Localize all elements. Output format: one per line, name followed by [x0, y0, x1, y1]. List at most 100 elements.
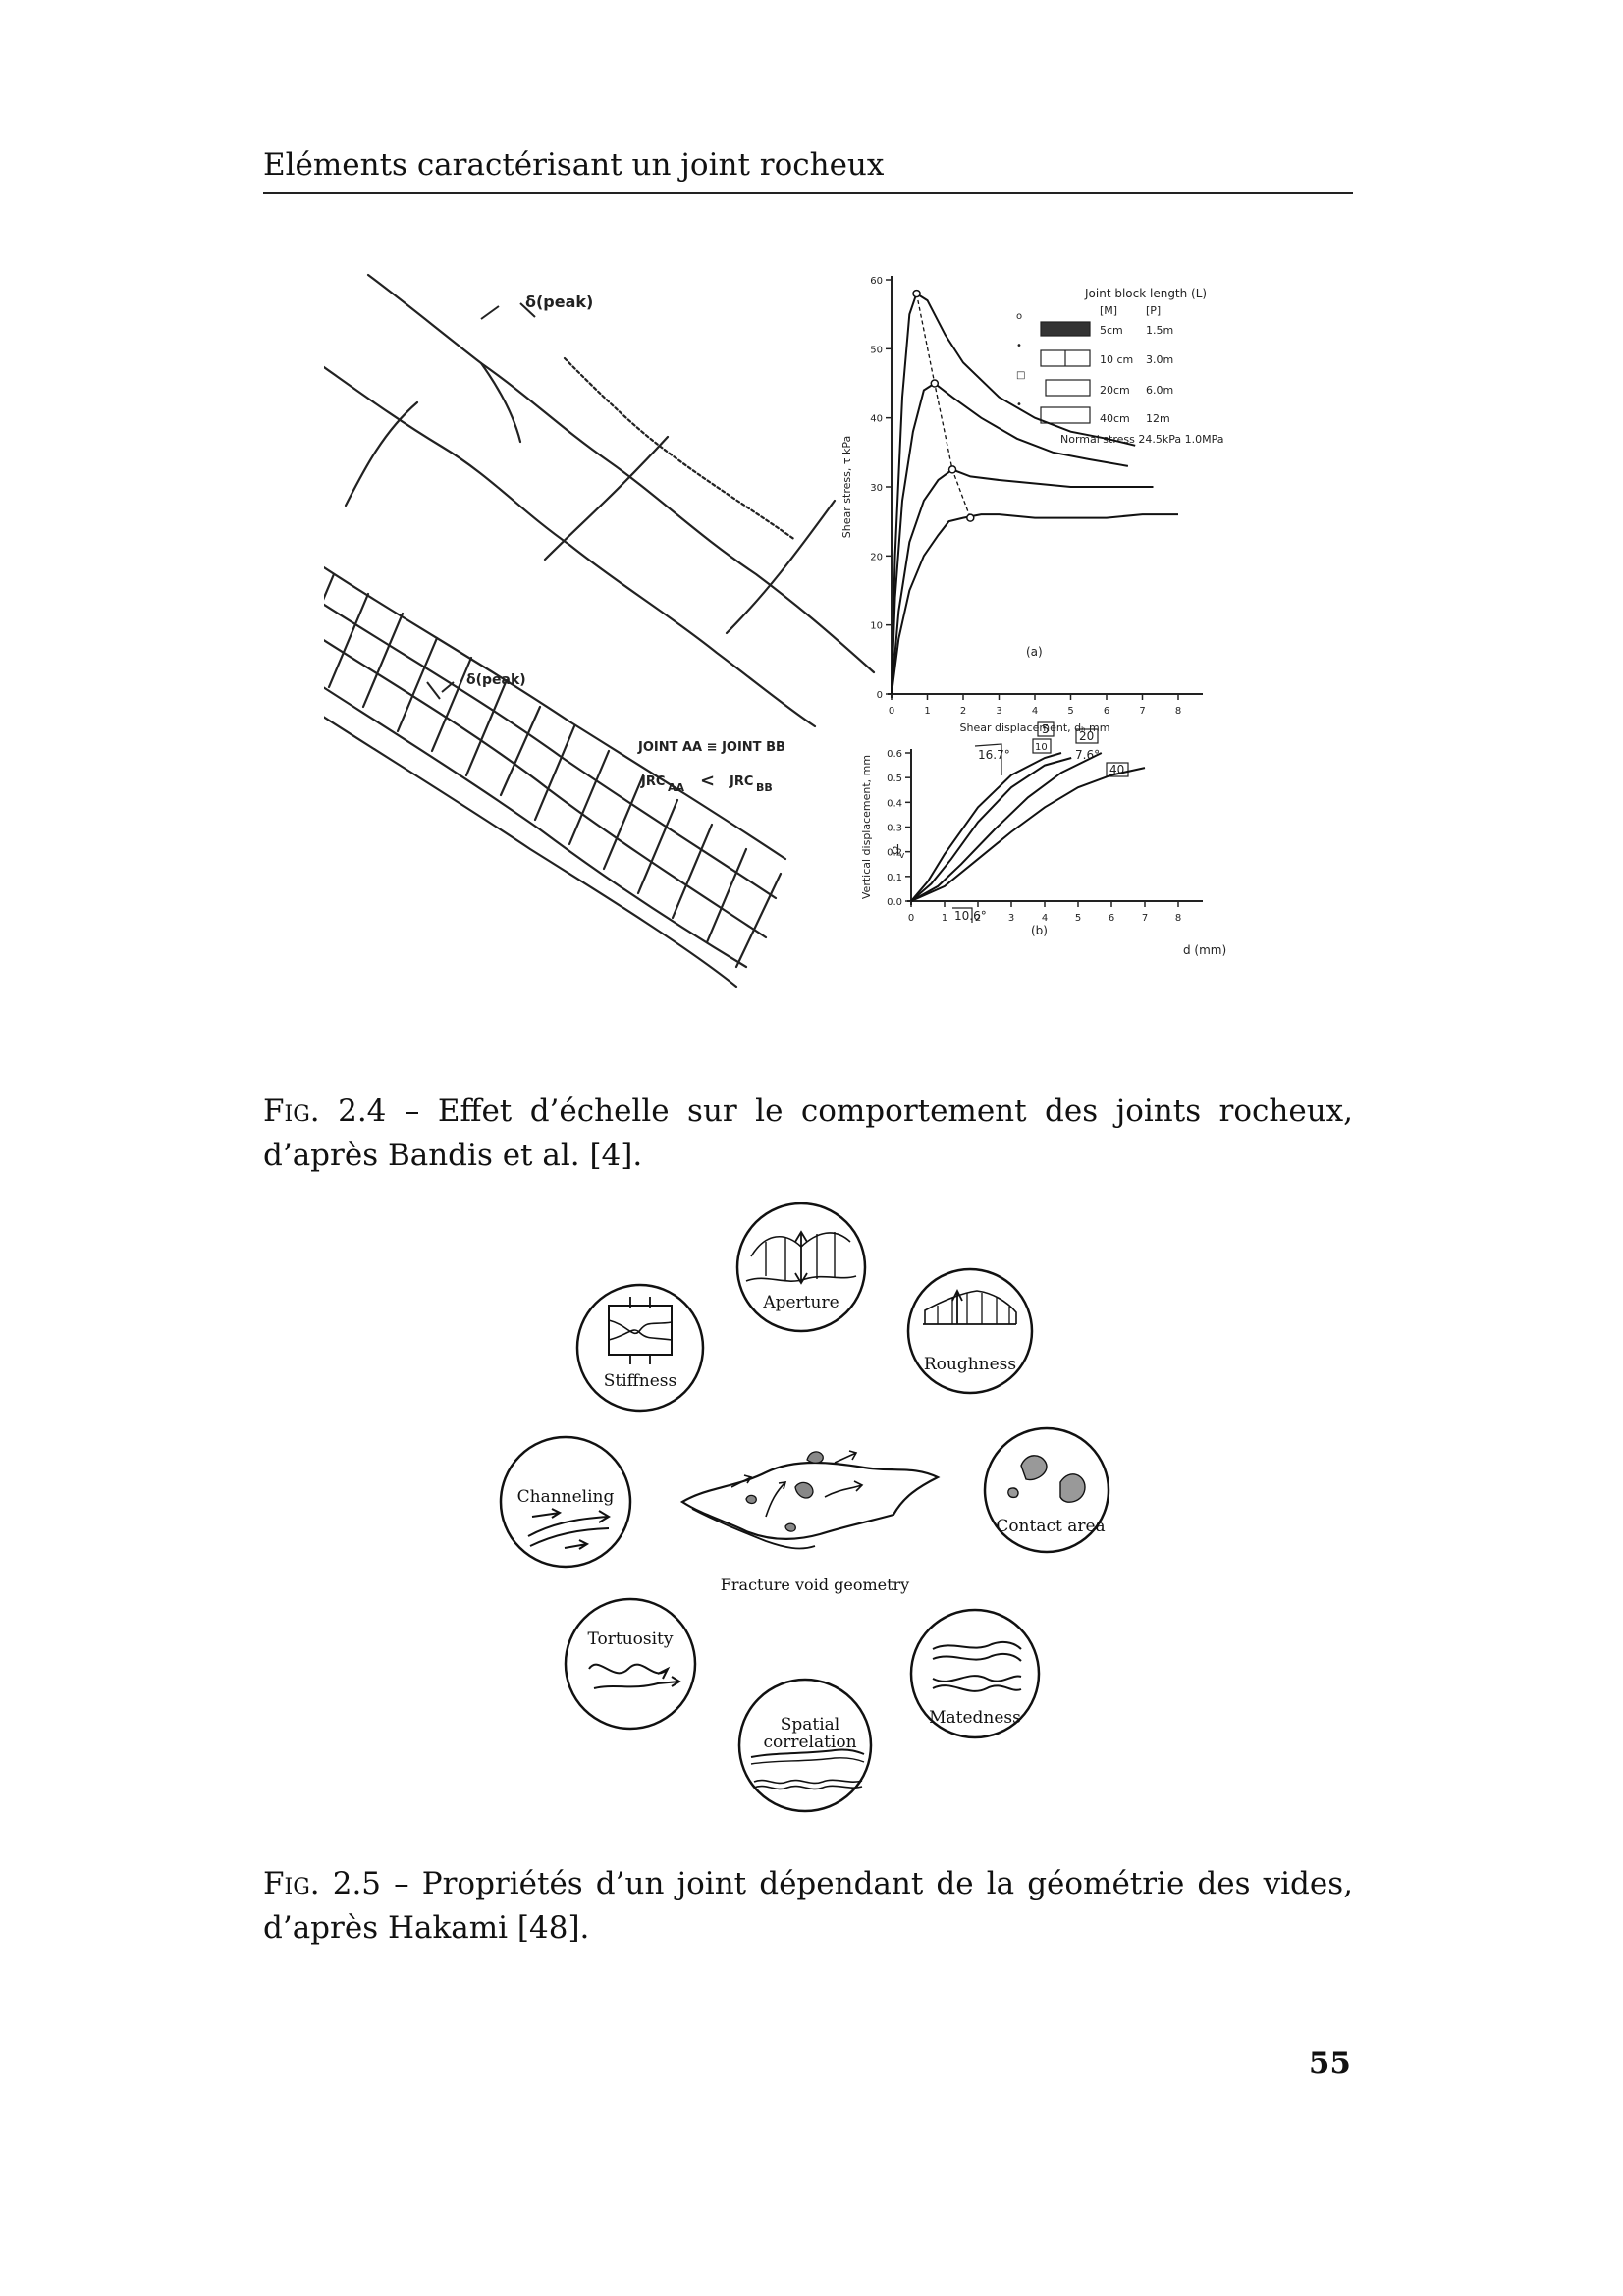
chart-b-y-axis-label: Vertical displacement, mm: [860, 755, 873, 899]
chart-a-x-tick-label: 8: [1175, 706, 1181, 717]
chart-a-y-axis-label: Shear stress, τ kPa: [840, 436, 853, 538]
dv-label: d: [892, 843, 899, 858]
chart-b-series-5: [910, 752, 1062, 902]
delta-peak-label-top: δ(peak): [525, 293, 593, 311]
joint-equivalence: JOINT AA ≡ JOINT BB: [637, 740, 785, 755]
chart-b-x-tick-label: 7: [1142, 913, 1148, 924]
caption-figure-2-5: Fig. 2.5 – Propriétés d’un joint dépenda…: [263, 1862, 1353, 1950]
box-5: 5: [1042, 722, 1050, 736]
angle-annotations: 16.7° 7.6° 10.6° 5 10 20 40: [952, 721, 1129, 923]
joint-aa-trace-3: [344, 400, 419, 507]
legend-row-1-p: 1.5m: [1146, 324, 1173, 337]
box-20: 20: [1079, 729, 1094, 743]
property-tortuosity: Tortuosity: [564, 1597, 697, 1731]
property-spatial-correlation: Spatial correlation: [737, 1678, 873, 1813]
chart-a-x-tick-label: 1: [924, 706, 930, 717]
legend-block-icons: [1040, 321, 1091, 424]
legend-normal-stress: Normal stress 24.5kPa 1.0MPa: [1060, 433, 1223, 446]
caption-2-5-text: Propriétés d’un joint dépendant de la gé…: [263, 1866, 1353, 1946]
joint-aa-trace-5: [543, 435, 837, 635]
jrc-less-than: <: [700, 771, 715, 791]
chart-b-x-tick-label: 3: [1008, 913, 1014, 924]
property-label-matedness: Matedness: [929, 1708, 1021, 1728]
property-channeling: Channeling: [499, 1435, 632, 1569]
chart-b-x-tick-label: 2: [975, 913, 981, 924]
jrc-bb-subscript: BB: [756, 781, 773, 794]
chart-b-y-tick-label: 0.3: [887, 824, 902, 834]
caption-2-5-dash: –: [394, 1866, 409, 1901]
chart-b-x-tick-label: 5: [1075, 913, 1081, 924]
caption-figure-2-4: Fig. 2.4 – Effet d’échelle sur le compor…: [263, 1090, 1353, 1178]
chart-b-x-tick-label: 0: [908, 913, 914, 924]
property-label-correlation: correlation: [763, 1733, 856, 1752]
legend-title: Joint block length (L): [1084, 287, 1207, 300]
property-label-contact-area: Contact area: [996, 1517, 1105, 1536]
chart-b-series-40: [910, 767, 1146, 902]
property-aperture: Aperture: [735, 1202, 867, 1333]
legend-row-2-p: 3.0m: [1146, 353, 1173, 366]
joint-sketch: [324, 273, 876, 988]
legend-col-p: [P]: [1146, 304, 1161, 317]
legend-row-2-m: 10 cm: [1100, 353, 1133, 366]
chart-a-series-5cm: [891, 292, 1136, 695]
legend-row-3-m: 20cm: [1100, 384, 1130, 397]
chart-b-y-tick-label: 0.1: [887, 873, 902, 883]
chart-b-y-tick-label: 0.4: [887, 798, 902, 809]
property-matedness: Matedness: [909, 1608, 1041, 1739]
property-label-channeling: Channeling: [517, 1487, 615, 1507]
figure-2-5: Aperture Roughness Contact area Matednes…: [499, 1202, 1110, 1813]
chart-a-y-tick-label: 10: [870, 621, 883, 632]
property-label-tortuosity: Tortuosity: [588, 1629, 674, 1649]
chart-a-x-tick-label: 0: [889, 706, 894, 717]
joint-bb-grid: [324, 565, 787, 988]
legend-row-1-m: 5cm: [1100, 324, 1123, 337]
running-header: Eléments caractérisant un joint rocheux: [263, 147, 885, 183]
angle-16-7: 16.7°: [978, 748, 1010, 762]
chart-a-peak-locus: [915, 293, 971, 518]
chart-a-peak-point: [966, 513, 975, 522]
legend-symbols: o•□•: [1016, 311, 1025, 410]
chart-a-y-tick-label: 40: [870, 414, 883, 425]
chart-a-series-20cm: [891, 468, 1154, 695]
caption-2-5-number: 2.5: [332, 1866, 382, 1901]
chart-b-y-tick-label: 0.6: [887, 749, 902, 760]
chart-b-x-tick-label: 4: [1042, 913, 1048, 924]
chart-b-x-tick-label: 1: [942, 913, 947, 924]
chart-b-y-tick-label: 0.5: [887, 774, 902, 784]
chart-a-shear-stress: Joint block length (L) [M] [P] 5cm 1.5m …: [840, 276, 1223, 734]
legend-row-4-p: 12m: [1146, 412, 1170, 425]
chart-b-y-tick-label: 0.2: [887, 848, 902, 859]
chart-a-y-tick-label: 0: [877, 690, 883, 701]
joint-aa-trace-4: [479, 361, 522, 444]
fracture-void-geometry: Fracture void geometry: [679, 1450, 941, 1594]
dh-label: d (mm): [1183, 943, 1226, 957]
caption-2-4-dash: –: [404, 1094, 420, 1129]
joint-aa-trace-1: [366, 273, 876, 674]
property-stiffness: Stiffness: [575, 1283, 705, 1413]
joint-aa-trace-2: [324, 365, 817, 728]
chart-a-y-tick-label: 20: [870, 552, 883, 562]
chart-a-peak-point: [947, 465, 957, 474]
figure-2-4: δ(peak) δ(peak) JOINT AA ≡ JOINT BB JRC …: [324, 273, 1226, 988]
chart-a-peak-point: [930, 379, 940, 388]
delta-peak-label-bottom: δ(peak): [466, 672, 526, 688]
chart-a-x-tick-label: 7: [1139, 706, 1145, 717]
property-label-spatial: Spatial: [781, 1715, 840, 1735]
angle-10-6: 10.6°: [954, 909, 987, 923]
chart-a-x-tick-label: 4: [1032, 706, 1038, 717]
chart-b-y-tick-label: 0.0: [887, 897, 902, 908]
legend-row-4-m: 40cm: [1100, 412, 1130, 425]
svg-text:o: o: [1016, 311, 1022, 322]
svg-text:□: □: [1016, 370, 1025, 381]
svg-text:•: •: [1016, 341, 1022, 351]
chart-b-series-10: [910, 757, 1072, 902]
jrc-bb: JRC: [729, 774, 753, 789]
jrc-aa: JRC: [640, 774, 665, 789]
chart-a-panel-label-visible: (a): [1026, 645, 1043, 659]
property-roughness: Roughness: [906, 1267, 1034, 1395]
chart-a-x-tick-label: 5: [1067, 706, 1073, 717]
caption-2-4-text: Effet d’échelle sur le comportement des …: [263, 1094, 1354, 1173]
legend-col-m: [M]: [1100, 304, 1117, 317]
caption-2-4-number: 2.4: [338, 1094, 387, 1129]
property-label-aperture: Aperture: [762, 1293, 839, 1312]
